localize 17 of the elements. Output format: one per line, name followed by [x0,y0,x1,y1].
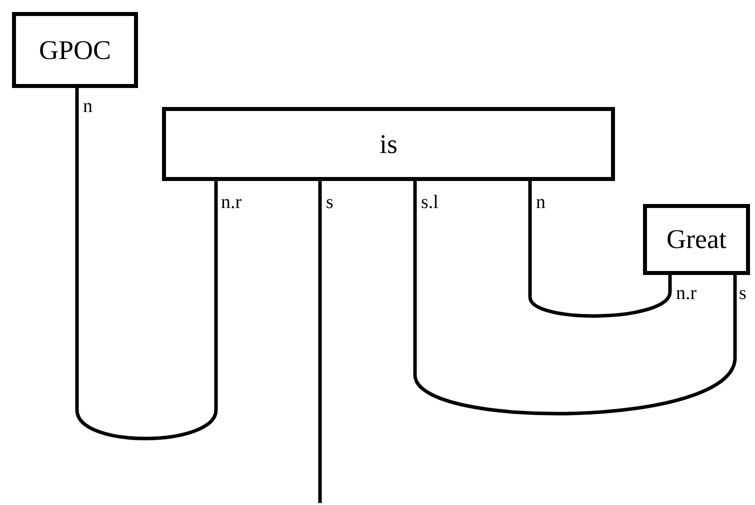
wire-type-label: s [326,193,334,212]
wire-type-label: n.r [676,284,697,303]
word-label: GPOC [38,34,112,66]
wire-type-label: n [83,97,92,116]
wire [413,181,737,416]
wire [528,181,672,318]
wire [75,88,218,440]
wire-type-label: s.l [421,193,438,212]
wire [318,181,322,503]
word-box [12,12,138,88]
wire-type-label: s [739,284,746,303]
word-box [643,204,750,275]
word-box [162,107,615,181]
word-label: is [379,128,398,160]
wire-type-label: n.r [221,193,242,212]
word-label: Great [666,224,726,255]
wire-type-label: n [536,193,546,212]
